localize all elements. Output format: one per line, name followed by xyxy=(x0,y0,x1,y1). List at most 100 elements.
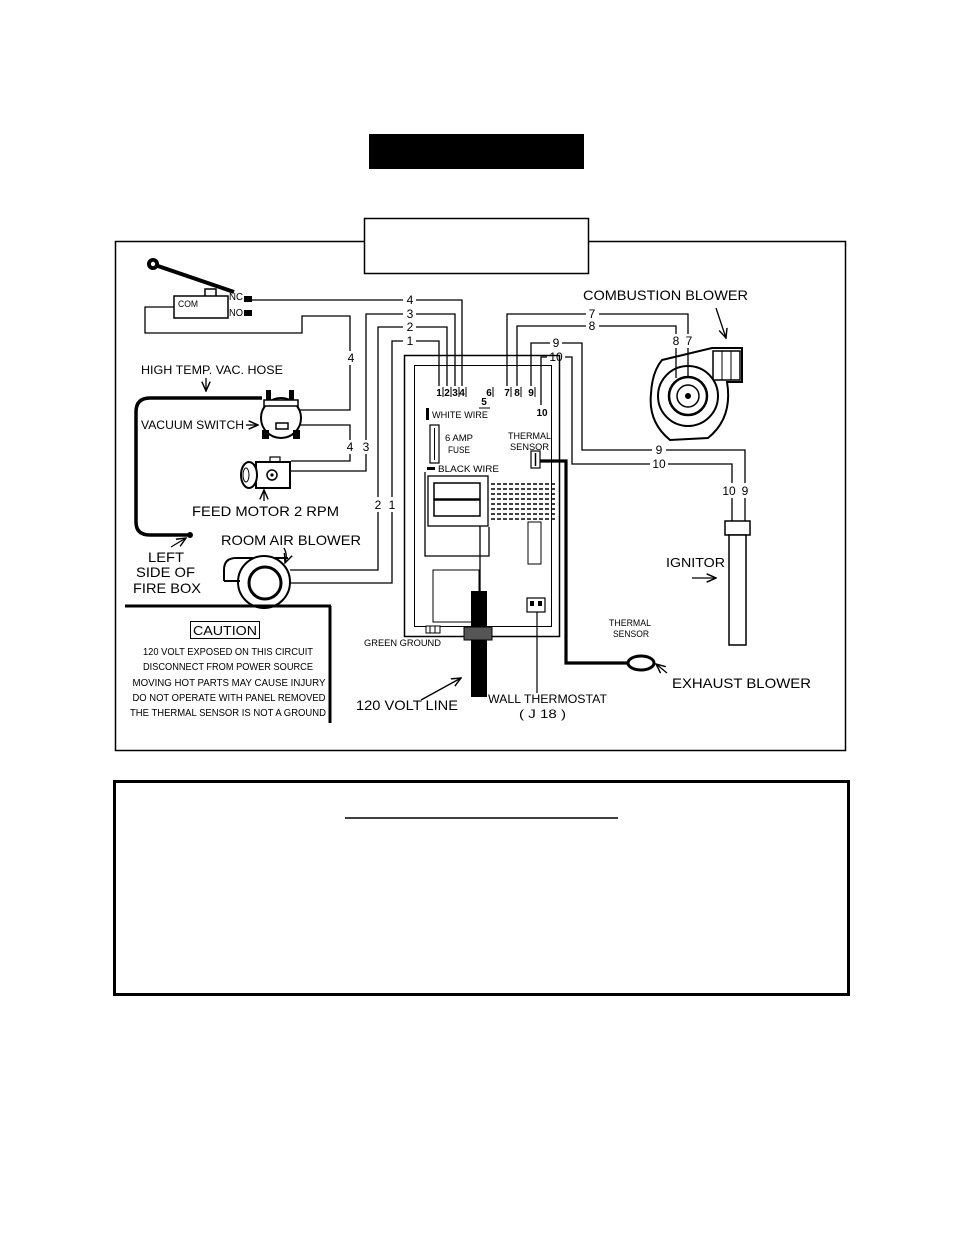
wire-1 xyxy=(290,340,440,584)
thermal-sensor-wire xyxy=(540,459,627,665)
caution-line-3: MOVING HOT PARTS MAY CAUSE INJURY xyxy=(133,678,326,689)
caution-line-5: THE THERMAL SENSOR IS NOT A GROUND xyxy=(130,708,326,719)
wire-label-3-feed: 3 xyxy=(363,440,370,454)
wire-label-9-right: 9 xyxy=(656,443,663,457)
wire-label-4-vacuum: 4 xyxy=(348,351,355,365)
terminal-5: 5 xyxy=(481,397,487,408)
terminal-3: 3 xyxy=(452,388,458,399)
wire-label-9-ignitor: 9 xyxy=(742,484,749,498)
wire-7 xyxy=(506,313,689,386)
volt-line-arrow xyxy=(420,678,461,701)
terminal-9: 9 xyxy=(528,388,534,399)
no-terminal xyxy=(244,310,252,316)
wall-thermostat-connector xyxy=(526,597,546,613)
wire-8 xyxy=(516,325,677,386)
vacuum-hose xyxy=(134,396,262,537)
caution-line-4: DO NOT OPERATE WITH PANEL REMOVED xyxy=(133,693,326,704)
wire-4-vacuum-to-feed-motor xyxy=(291,424,351,462)
wire-label-8-top: 8 xyxy=(589,319,596,333)
connector-strip xyxy=(491,483,556,520)
high-temp-hose-label: HIGH TEMP. VAC. HOSE xyxy=(141,363,283,377)
combustion-blower xyxy=(649,347,743,442)
vacuum-switch xyxy=(260,390,302,439)
wire-4-switch-to-vacuum xyxy=(144,306,351,411)
wire-label-4-feed: 4 xyxy=(347,440,354,454)
terminal-2: 2 xyxy=(444,388,450,399)
ignitor-label: IGNITOR xyxy=(666,555,725,570)
title-bar xyxy=(369,134,584,169)
wire-label-3-top: 3 xyxy=(407,307,414,321)
thermal-sensor-label-line-1: THERMAL xyxy=(609,618,651,628)
wire-label-1-top: 1 xyxy=(407,334,414,348)
ignitor xyxy=(724,520,751,646)
fire-box-label-line-1: LEFT xyxy=(148,549,184,565)
fire-box-label-line-3: FIRE BOX xyxy=(133,580,202,596)
relay xyxy=(427,475,489,527)
micro-switch xyxy=(147,258,252,319)
wire-2 xyxy=(290,326,448,571)
room-air-blower-label: ROOM AIR BLOWER xyxy=(221,532,361,548)
wire-label-2-top: 2 xyxy=(407,320,414,334)
wire-label-7-blower: 7 xyxy=(686,334,693,348)
diagram-label-box xyxy=(363,217,590,275)
exhaust-blower-label: EXHAUST BLOWER xyxy=(672,675,811,691)
caution-title: CAUTION xyxy=(193,623,257,638)
wire-label-4-top: 4 xyxy=(407,293,414,307)
black-wire-label: BLACK WIRE xyxy=(438,464,499,474)
wire-label-10-ignitor: 10 xyxy=(722,484,736,498)
terminal-8: 8 xyxy=(514,388,520,399)
green-ground-terminal xyxy=(425,625,441,634)
notes-box xyxy=(113,780,850,996)
terminal-7: 7 xyxy=(504,388,510,399)
terminal-ticks xyxy=(442,387,536,409)
caution-line-1: 120 VOLT EXPOSED ON THIS CIRCUIT xyxy=(143,647,313,658)
combustion-blower-arrow xyxy=(715,307,726,338)
board-thermal-sensor-label-line-2: SENSOR xyxy=(510,442,550,452)
vacuum-switch-label: VACUUM SWITCH xyxy=(141,418,244,432)
combustion-blower-label: COMBUSTION BLOWER xyxy=(583,287,748,303)
control-board xyxy=(403,354,561,638)
wire-9 xyxy=(530,342,746,521)
switch-no-label: NO xyxy=(229,308,243,319)
black-wire-marker xyxy=(427,467,435,470)
caution-line-2: DISCONNECT FROM POWER SOURCE xyxy=(143,662,313,673)
fire-box-label-line-2: SIDE OF xyxy=(136,564,195,580)
wire-label-2-blower: 2 xyxy=(375,498,382,512)
green-ground-label: GREEN GROUND xyxy=(364,638,441,649)
wire-label-8-blower: 8 xyxy=(673,334,680,348)
wire-10 xyxy=(540,356,733,521)
switch-com-label: COM xyxy=(178,299,198,309)
wire-label-9-board: 9 xyxy=(553,336,560,350)
nc-terminal xyxy=(244,296,252,302)
terminal-6: 6 xyxy=(486,388,492,399)
wall-thermostat-label: WALL THERMOSTAT xyxy=(488,692,608,706)
wire-label-10-board: 10 xyxy=(549,350,563,364)
fuse-label-line-1: 6 AMP xyxy=(445,433,473,443)
thermal-sensor-label-line-2: SENSOR xyxy=(613,629,649,639)
switch-nc-label: NC xyxy=(229,292,243,303)
feed-motor xyxy=(240,456,291,489)
wire-label-10-right: 10 xyxy=(652,457,666,471)
thermal-sensor-ring-terminal xyxy=(626,654,656,672)
wire-label-7-top: 7 xyxy=(589,307,596,321)
feed-motor-label: FEED MOTOR 2 RPM xyxy=(192,503,339,519)
wire-4-to-switch-nc xyxy=(252,299,463,386)
board-thermal-sensor-label-line-1: THERMAL xyxy=(508,431,551,441)
white-wire-label: WHITE WIRE xyxy=(432,410,488,420)
volt-line-label: 120 VOLT LINE xyxy=(356,697,458,713)
wall-thermostat-ref: ( J 18 ) xyxy=(519,707,566,721)
wire-label-1-blower: 1 xyxy=(389,498,396,512)
room-air-blower xyxy=(223,555,291,609)
caution-frame xyxy=(125,604,332,723)
terminal-4: 4 xyxy=(459,388,465,399)
hose-end xyxy=(187,532,193,538)
fire-box-arrow xyxy=(170,538,186,548)
power-cord xyxy=(463,591,493,697)
white-wire-marker xyxy=(426,408,429,420)
wire-3 xyxy=(291,313,456,472)
room-air-blower-arrow xyxy=(283,547,286,563)
fuse-label-line-2: FUSE xyxy=(448,445,470,455)
terminal-10: 10 xyxy=(536,408,548,419)
exhaust-blower-arrow xyxy=(656,664,668,674)
